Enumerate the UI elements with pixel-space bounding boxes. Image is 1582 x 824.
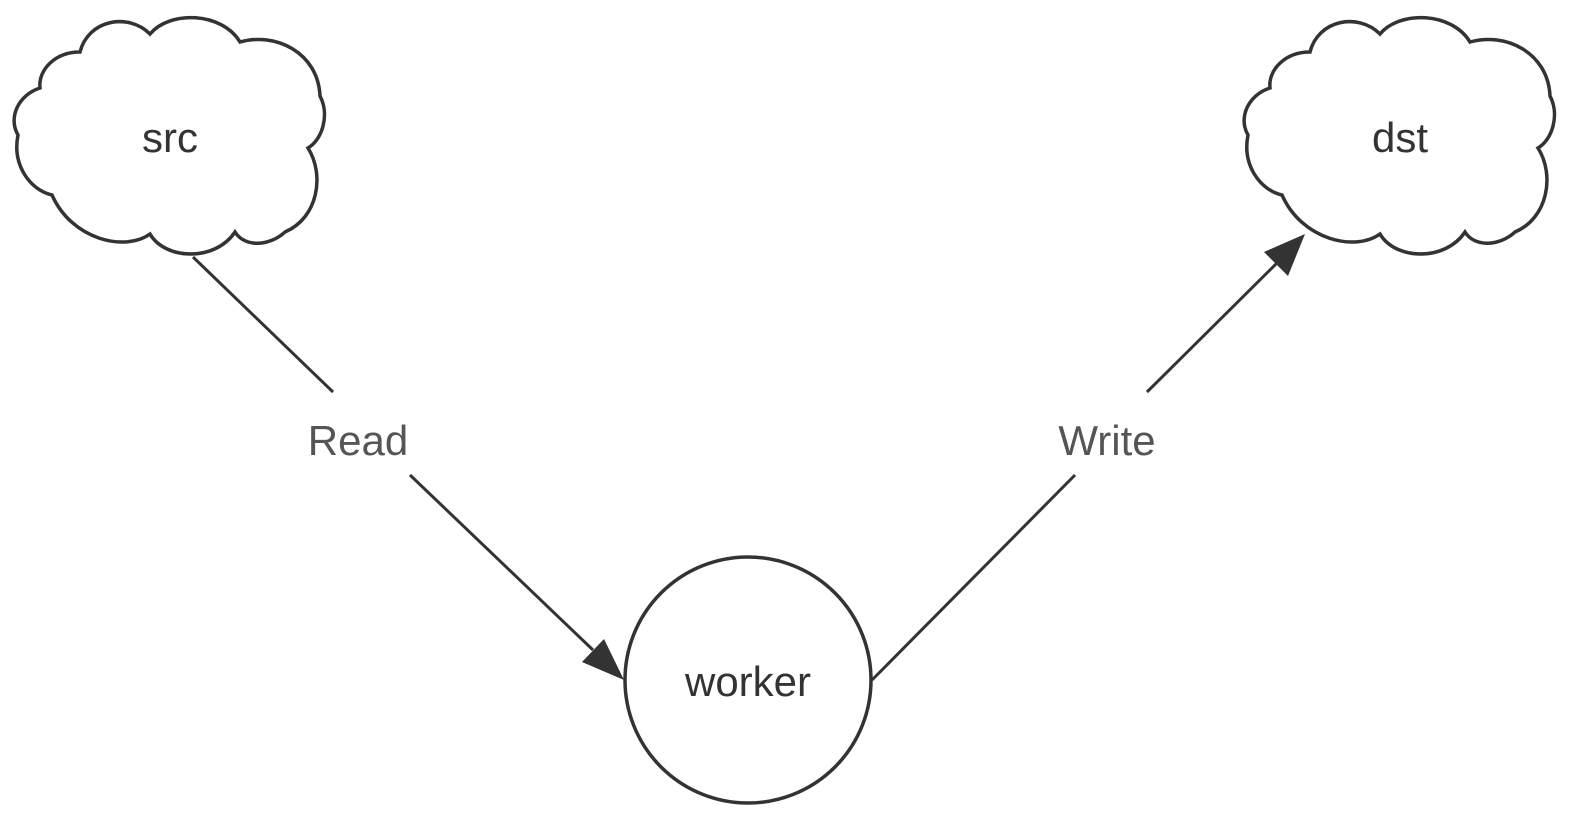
edge-write-arrowhead [1264, 234, 1305, 276]
dst-label: dst [1372, 114, 1428, 161]
edge-read-label: Read [308, 417, 408, 464]
node-dst[interactable]: dst [1242, 15, 1557, 256]
node-worker[interactable]: worker [623, 555, 873, 805]
edge-write [870, 234, 1305, 682]
edge-read-line-lower [408, 473, 595, 652]
worker-label: worker [684, 658, 811, 705]
src-label: src [142, 114, 198, 161]
edge-write-line-upper [1145, 260, 1280, 394]
edge-read [191, 255, 624, 680]
edge-write-label: Write [1058, 417, 1155, 464]
worker-circle-shape [623, 555, 873, 805]
node-src[interactable]: src [12, 15, 327, 256]
edge-read-arrowhead [582, 639, 624, 680]
src-cloud-shape [12, 15, 327, 256]
dst-cloud-shape [1242, 15, 1557, 256]
edge-write-line-lower [870, 473, 1077, 682]
edge-read-line-upper [191, 255, 335, 394]
